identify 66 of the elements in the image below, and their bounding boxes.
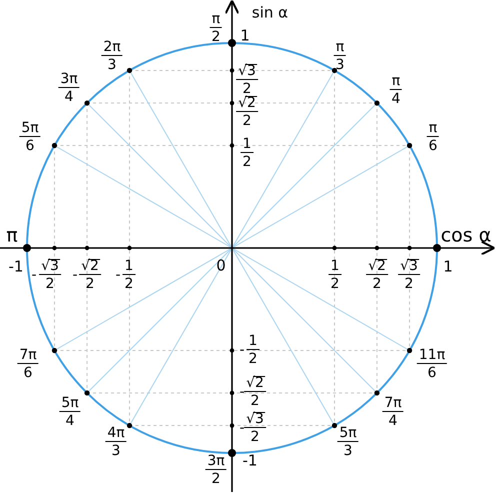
value-numerator: 1 xyxy=(240,137,254,153)
minus-sign: - xyxy=(115,268,121,282)
angle-denominator: 6 xyxy=(426,364,438,380)
angle-denominator: 2 xyxy=(210,28,222,44)
minus-sign: - xyxy=(31,268,37,282)
value-denominator: 2 xyxy=(372,275,382,291)
value-label: 1 xyxy=(240,28,250,44)
value-numerator: √2 xyxy=(244,376,266,392)
value-numerator: 1 xyxy=(246,334,260,350)
value-denominator: 2 xyxy=(330,275,340,291)
minus-sign: - xyxy=(239,421,245,435)
value-label: 1 xyxy=(443,260,453,274)
value-denominator: 2 xyxy=(250,428,260,444)
angle-numerator: 7π xyxy=(382,396,404,412)
angle-numerator: π xyxy=(390,74,402,90)
angle-numerator: 11π xyxy=(416,348,448,364)
angle-numerator: 5π xyxy=(19,121,41,137)
angle-numerator: π xyxy=(334,40,346,56)
value-label: -1 xyxy=(242,454,258,468)
angle-denominator: 4 xyxy=(390,90,402,106)
axis-title: cos α xyxy=(440,226,492,246)
value-denominator: 2 xyxy=(44,275,56,291)
value-denominator: 2 xyxy=(124,275,134,291)
angle-numerator: 5π xyxy=(337,426,359,442)
angle-label: π xyxy=(6,226,18,246)
angle-numerator: 5π xyxy=(59,396,81,412)
angle-numerator: 3π xyxy=(205,454,227,470)
value-numerator: √2 xyxy=(79,259,101,275)
value-numerator: √3 xyxy=(244,412,266,428)
angle-denominator: 6 xyxy=(428,137,438,153)
value-numerator: √3 xyxy=(398,259,420,275)
value-denominator: 2 xyxy=(242,153,252,169)
value-denominator: 2 xyxy=(242,112,252,128)
value-denominator: 2 xyxy=(242,80,252,96)
angle-numerator: 4π xyxy=(105,426,127,442)
angle-numerator: 2π xyxy=(101,40,123,56)
angle-denominator: 2 xyxy=(210,470,222,486)
angle-denominator: 4 xyxy=(388,412,398,428)
angle-numerator: 7π xyxy=(17,348,39,364)
angle-denominator: 4 xyxy=(64,412,76,428)
value-numerator: √3 xyxy=(39,259,61,275)
value-denominator: 2 xyxy=(250,392,260,408)
minus-sign: - xyxy=(239,385,245,399)
value-numerator: √2 xyxy=(236,96,258,112)
value-numerator: 1 xyxy=(328,259,342,275)
value-numerator: √2 xyxy=(366,259,388,275)
angle-denominator: 3 xyxy=(110,442,122,458)
origin-label: 0 xyxy=(216,258,226,274)
angle-denominator: 3 xyxy=(342,442,354,458)
value-denominator: 2 xyxy=(404,275,414,291)
minus-sign: - xyxy=(72,268,78,282)
angle-denominator: 3 xyxy=(106,56,118,72)
value-denominator: 2 xyxy=(84,275,96,291)
angle-denominator: 6 xyxy=(24,137,36,153)
value-denominator: 2 xyxy=(248,350,258,366)
angle-numerator: π xyxy=(426,121,440,137)
angle-denominator: 4 xyxy=(64,88,74,104)
angle-denominator: 3 xyxy=(334,56,346,72)
angle-numerator: π xyxy=(210,12,222,28)
value-numerator: √3 xyxy=(236,64,258,80)
value-label: -1 xyxy=(8,260,24,274)
minus-sign: - xyxy=(239,343,245,357)
angle-denominator: 6 xyxy=(22,364,34,380)
angle-numerator: 3π xyxy=(58,72,80,88)
axis-title: sin α xyxy=(252,6,288,20)
value-numerator: 1 xyxy=(122,259,136,275)
